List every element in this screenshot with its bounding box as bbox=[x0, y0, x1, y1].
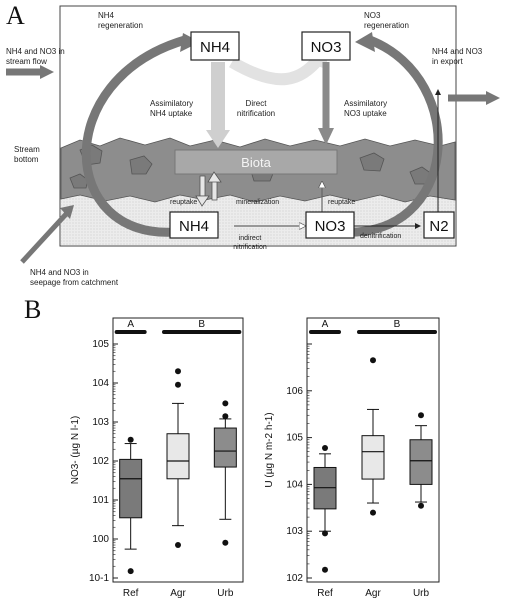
nh4-lower-label: NH4 bbox=[179, 218, 209, 235]
y-axis-label: NO3- (µg N l-1) bbox=[70, 416, 81, 485]
outlier-point bbox=[418, 502, 424, 509]
group-label: A bbox=[322, 319, 329, 330]
outlier-point bbox=[222, 413, 229, 420]
mineralization-label: mineralization bbox=[236, 199, 279, 206]
nh4-lower-box bbox=[169, 211, 219, 239]
biota-label: Biota bbox=[241, 155, 271, 170]
outlier-point bbox=[370, 509, 376, 516]
no3-lower-box bbox=[305, 211, 355, 239]
y-tick-label: 106 bbox=[286, 386, 303, 397]
reuptake-left-label: reuptake bbox=[170, 199, 197, 206]
group-label: B bbox=[198, 319, 205, 330]
panel-b-label: B bbox=[24, 295, 41, 324]
outlier-point bbox=[370, 357, 376, 364]
x-tick-label: Agr bbox=[170, 588, 186, 599]
direct-nitrification-arrow bbox=[228, 55, 323, 86]
y-tick-label: 105 bbox=[286, 433, 303, 444]
outlier-point bbox=[175, 368, 181, 375]
x-tick-label: Agr bbox=[365, 588, 381, 599]
no3-box bbox=[301, 31, 351, 61]
seepage-arrow bbox=[20, 210, 70, 264]
n2-box bbox=[423, 211, 455, 239]
plot-frame bbox=[112, 317, 244, 583]
group-label: A bbox=[127, 319, 134, 330]
group-label: B bbox=[394, 319, 401, 330]
x-tick-label: Urb bbox=[413, 588, 430, 599]
plot-frame bbox=[306, 317, 440, 583]
denitrification-label: denitrification bbox=[360, 233, 401, 240]
x-tick-label: Ref bbox=[123, 588, 139, 599]
y-axis-label: U (µg N m-2 h-1) bbox=[264, 412, 275, 487]
box-urb bbox=[409, 439, 433, 485]
box-agr bbox=[361, 435, 385, 480]
nh4-regeneration-arrow bbox=[81, 35, 187, 237]
panel-a-label: A bbox=[6, 1, 25, 30]
n2-label: N2 bbox=[429, 218, 448, 235]
no3-lower-label: NO3 bbox=[315, 218, 346, 235]
nh4-box bbox=[190, 31, 240, 61]
y-tick-label: 103 bbox=[286, 526, 303, 537]
y-tick-label: 101 bbox=[92, 495, 109, 506]
outlier-point bbox=[222, 539, 229, 546]
outlier-point bbox=[322, 566, 328, 573]
y-tick-label: 104 bbox=[92, 378, 109, 389]
outlier-point bbox=[127, 436, 134, 443]
reuptake-left-arrows bbox=[195, 171, 222, 207]
box-urb bbox=[213, 427, 237, 468]
box-ref bbox=[119, 458, 143, 519]
nh4-box-label: NH4 bbox=[200, 39, 230, 56]
y-tick-label: 102 bbox=[92, 456, 109, 467]
uptake-chart: 102 103 104 105 106 U (µg N m-2 h-1) A B Ref Agr U… bbox=[264, 317, 440, 599]
reuptake-right-label: reuptake bbox=[328, 199, 355, 206]
outlier-point bbox=[322, 444, 328, 451]
outlier-point bbox=[175, 381, 181, 388]
box-agr bbox=[166, 433, 190, 480]
biota-box bbox=[174, 149, 338, 175]
x-tick-label: Ref bbox=[317, 588, 333, 599]
outlier-point bbox=[127, 568, 134, 575]
outlier-point bbox=[222, 400, 229, 407]
no3-box-label: NO3 bbox=[311, 39, 342, 56]
y-tick-label: 10-1 bbox=[89, 573, 109, 584]
outlier-point bbox=[418, 412, 424, 419]
y-tick-label: 103 bbox=[92, 417, 109, 428]
y-tick-label: 104 bbox=[286, 479, 303, 490]
y-tick-label: 105 bbox=[92, 339, 109, 350]
y-tick-label: 100 bbox=[92, 534, 109, 545]
outlier-point bbox=[322, 530, 328, 537]
y-tick-label: 102 bbox=[286, 573, 303, 584]
outlier-point bbox=[175, 542, 181, 549]
x-tick-label: Urb bbox=[217, 588, 234, 599]
